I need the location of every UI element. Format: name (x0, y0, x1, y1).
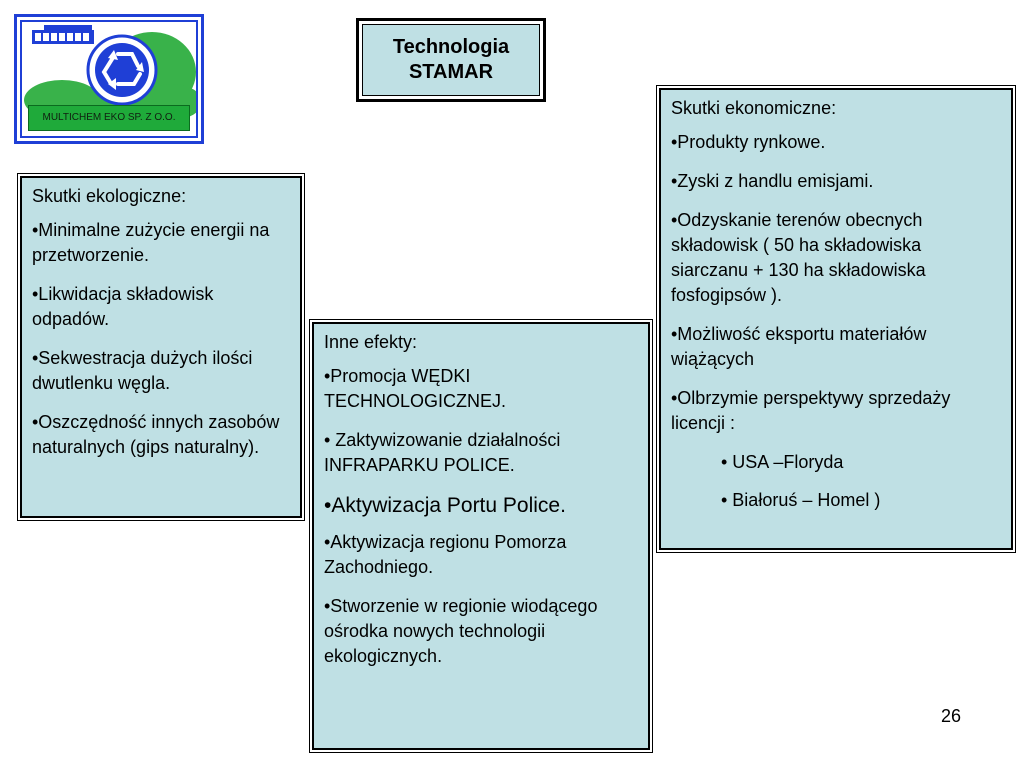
list-item: •Aktywizacja regionu Pomorza Zachodniego… (324, 532, 567, 577)
list-item: •Stworzenie w regionie wiodącego ośrodka… (324, 596, 598, 666)
list-item: •Likwidacja składowisk odpadów. (32, 284, 214, 329)
logo-frame: MULTICHEM EKO SP. Z O.O. (20, 20, 198, 138)
list-item: •Produkty rynkowe. (671, 132, 826, 152)
list-item: •Oszczędność innych zasobów naturalnych … (32, 412, 280, 457)
economic-effects-box: Skutki ekonomiczne: •Produkty rynkowe. •… (656, 85, 1016, 553)
company-logo: MULTICHEM EKO SP. Z O.O. (14, 14, 204, 144)
list-item: •Możliwość eksportu materiałów wiążących (671, 324, 927, 369)
list-item: • Zaktywizowanie działalności INFRAPARKU… (324, 430, 561, 475)
other-heading: Inne efekty: (324, 332, 418, 352)
logo-company-name: MULTICHEM EKO SP. Z O.O. (28, 105, 190, 131)
slide-title-frame: Technologia STAMAR (356, 18, 546, 102)
economic-heading: Skutki ekonomiczne: (671, 98, 837, 118)
list-item: •Promocja WĘDKI TECHNOLOGICZNEJ. (324, 366, 507, 411)
sub-list-item: • Białoruś – Homel ) (721, 490, 881, 510)
title-line-1: Technologia (392, 36, 510, 58)
ecological-effects-box: Skutki ekologiczne: •Minimalne zużycie e… (17, 173, 305, 521)
list-item: •Olbrzymie perspektywy sprzedaży licencj… (671, 388, 951, 433)
other-effects-box: Inne efekty: •Promocja WĘDKI TECHNOLOGIC… (309, 319, 653, 753)
slide-title: Technologia STAMAR (362, 24, 540, 96)
list-item: •Sekwestracja dużych ilości dwutlenku wę… (32, 348, 253, 393)
list-item: •Zyski z handlu emisjami. (671, 171, 874, 191)
ecological-heading: Skutki ekologiczne: (32, 186, 187, 206)
list-item: •Odzyskanie terenów obecnych składowisk … (671, 210, 926, 305)
list-item: •Minimalne zużycie energii na przetworze… (32, 220, 270, 265)
list-item: •Aktywizacja Portu Police. (324, 494, 566, 517)
title-line-2: STAMAR (408, 61, 494, 83)
page-number: 26 (940, 706, 962, 726)
sub-list-item: • USA –Floryda (721, 452, 844, 472)
